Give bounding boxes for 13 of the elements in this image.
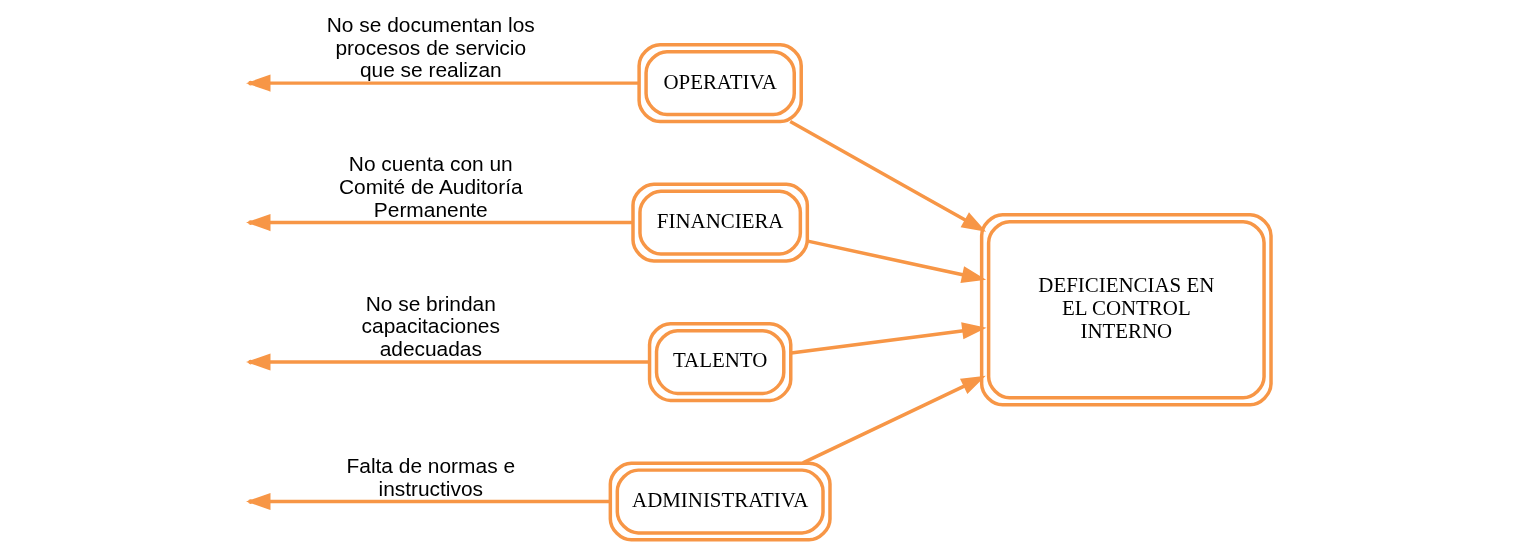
node-box: OPERATIVA [637, 43, 803, 124]
arrow [789, 120, 987, 232]
node-box: TALENTO [647, 321, 793, 403]
node-box: ADMINISTRATIVA [608, 461, 832, 542]
arrow [790, 322, 987, 355]
edge-label: No cuenta con un Comité de Auditoría Permanente [338, 152, 523, 221]
edge-label: No se documentan los procesos de servicio que se realizan [326, 12, 535, 82]
edge-label: Falta de normas e instructivos [346, 453, 516, 500]
arrow [802, 375, 986, 465]
node-box: DEFICIENCIAS EN EL CONTROL INTERNO [979, 213, 1273, 407]
edge-label: No se brindan capacitaciones adecuadas [361, 291, 500, 361]
node-box: FINANCIERA [631, 182, 810, 263]
arrow [807, 239, 987, 283]
